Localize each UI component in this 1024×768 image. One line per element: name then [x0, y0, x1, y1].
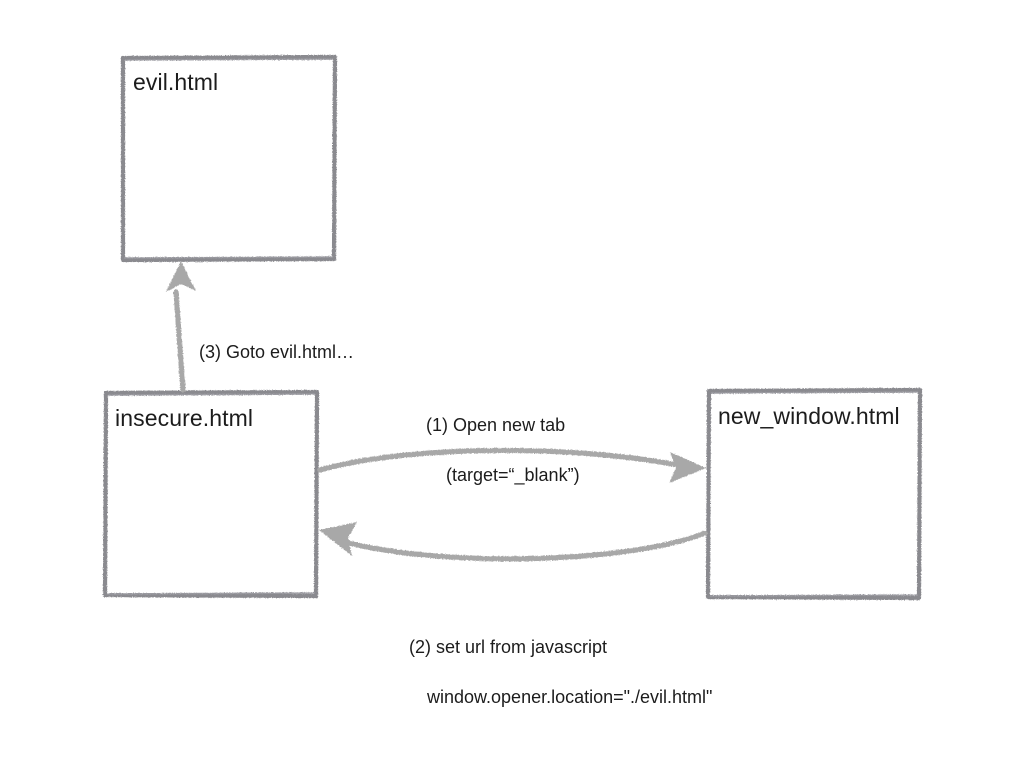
- edge-label-open-new-tab-line2: (target=“_blank”): [446, 465, 580, 485]
- node-label-evil-html: evil.html: [133, 69, 219, 95]
- node-label-insecure-html: insecure.html: [115, 405, 254, 431]
- edge-label-open-new-tab: (1) Open new tab (target=“_blank”): [416, 388, 580, 513]
- node-box-insecure[interactable]: [102, 389, 320, 599]
- node-box-new-window[interactable]: [705, 387, 923, 601]
- edge-label-goto-evil-line1: (3) Goto evil.html…: [199, 342, 355, 362]
- arrow-set-url: [319, 522, 708, 562]
- arrow-goto-evil: [166, 261, 196, 393]
- arrow-open-new-tab: [317, 447, 706, 483]
- edge-label-set-url-line1: (2) set url from javascript: [409, 637, 608, 657]
- edge-label-set-url: (2) set url from javascript window.opene…: [399, 610, 712, 735]
- edge-label-set-url-line2: window.opener.location="./evil.html": [427, 687, 713, 707]
- node-label-new-window-html: new_window.html: [718, 403, 900, 429]
- edge-label-goto-evil: (3) Goto evil.html…: [189, 315, 354, 365]
- edge-label-open-new-tab-line1: (1) Open new tab: [426, 415, 566, 435]
- node-box-evil[interactable]: [120, 54, 338, 263]
